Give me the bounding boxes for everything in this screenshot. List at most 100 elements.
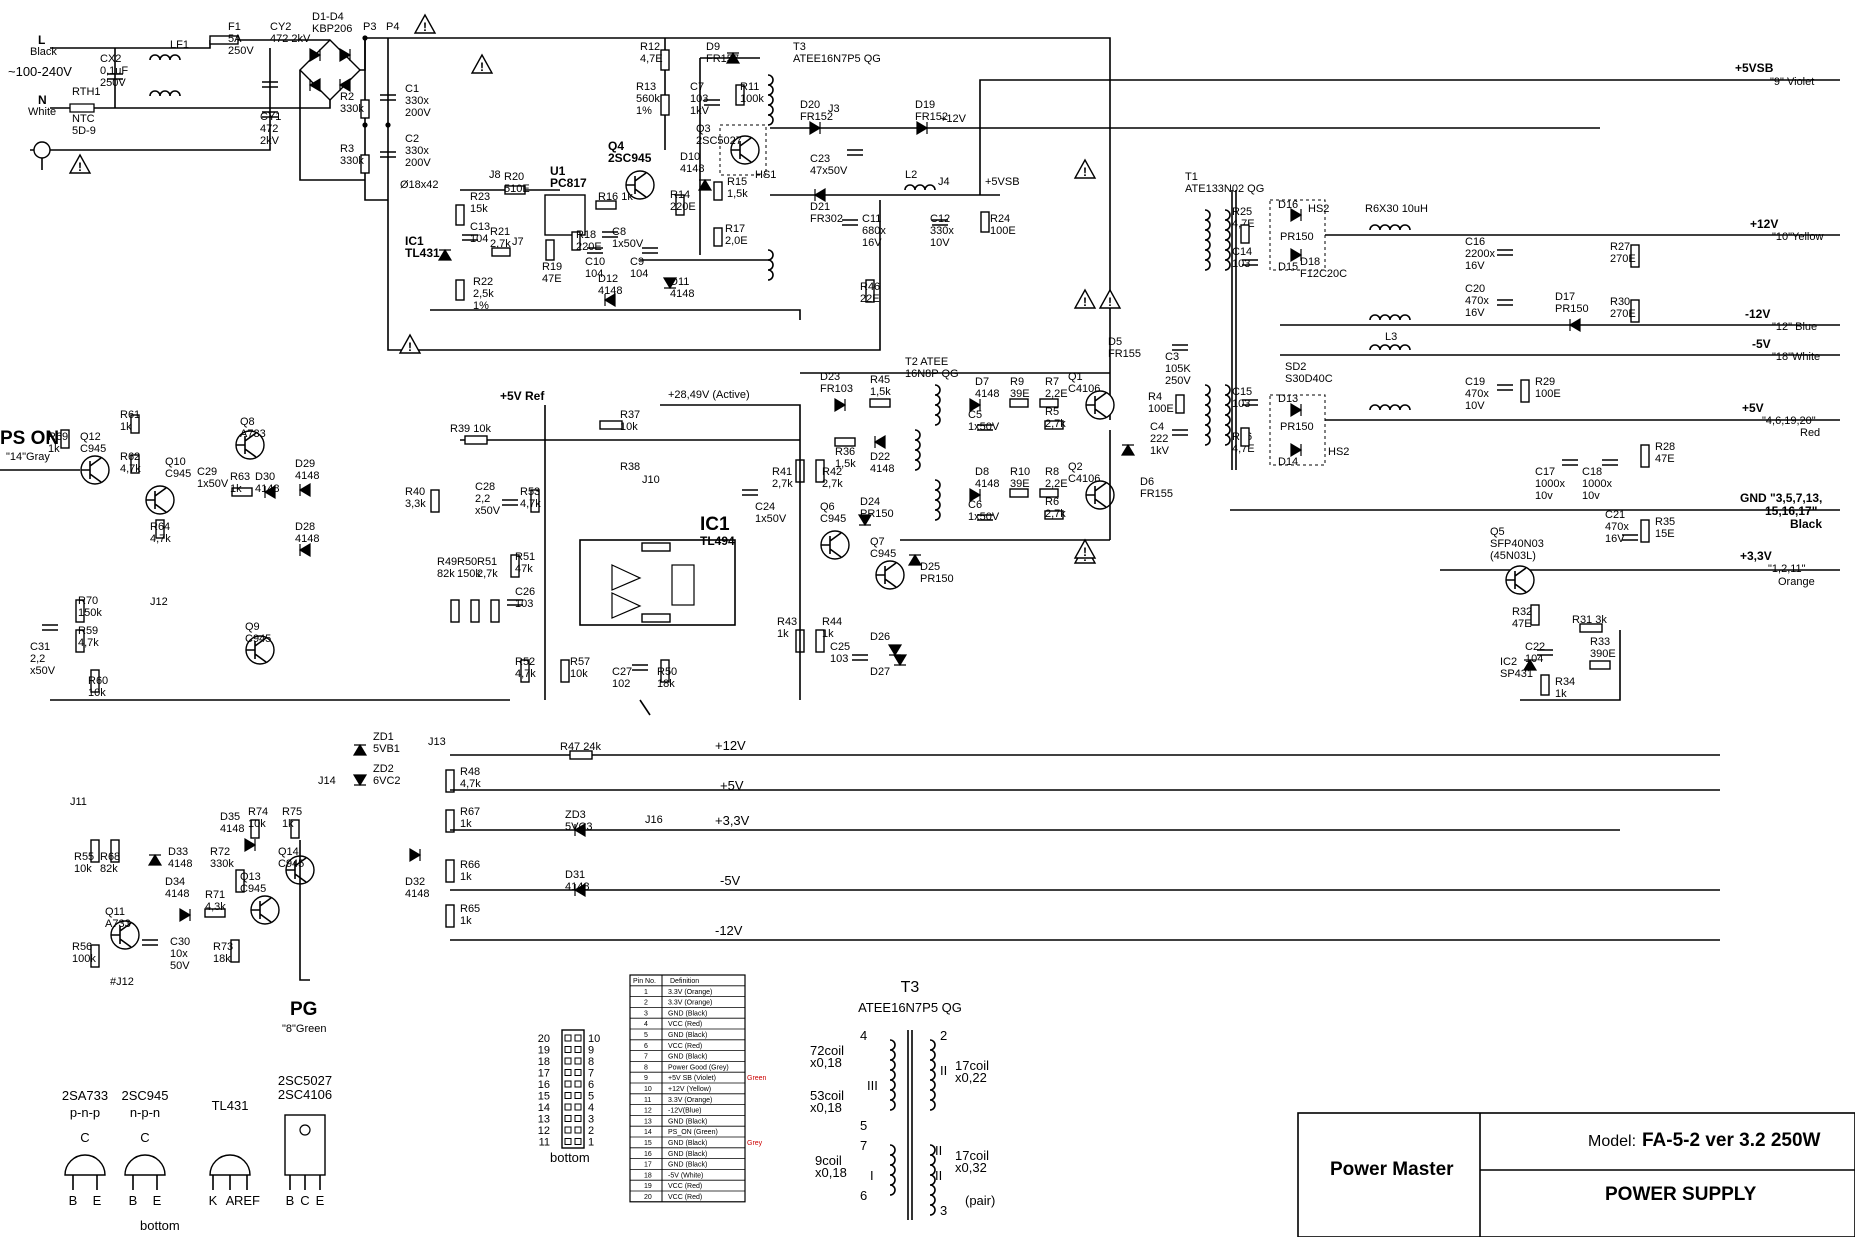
zd3-zener — [573, 822, 586, 838]
c5-capacitor — [977, 424, 993, 431]
r24-resistor — [980, 211, 990, 233]
warning-mark: ! — [1108, 295, 1112, 309]
d12-diode — [603, 292, 616, 308]
r47-label: R47 24k — [560, 741, 601, 753]
pr150-label-bottom: PR150 — [1280, 421, 1314, 433]
l3-inductor-m5 — [1369, 344, 1411, 351]
warning-icon — [1073, 158, 1097, 179]
l3-spec-label: R6X30 10uH — [1365, 203, 1428, 215]
l2-label: L2 — [905, 169, 917, 181]
hs2-heatsink-bottom — [1269, 394, 1326, 466]
table-cell-pin: 4 — [644, 1021, 648, 1028]
table-cell-definition: VCC (Red) — [668, 1043, 702, 1050]
connector-pin-number: 13 — [538, 1114, 550, 1126]
table-cell-definition: -5V (White) — [668, 1172, 703, 1179]
zd1-zener — [352, 743, 368, 756]
d23-diode — [834, 397, 847, 413]
d35-diode — [244, 837, 257, 853]
d13-diode — [1290, 402, 1303, 418]
legend-part-name: 2SC945 — [122, 1088, 169, 1103]
table-cell-definition: 3.3V (Orange) — [668, 989, 712, 996]
table-header: Pin No. — [633, 978, 656, 985]
r57-resistor — [560, 659, 570, 683]
table-cell-pin: 18 — [644, 1172, 652, 1179]
hs2-label-top: HS2 — [1308, 203, 1329, 215]
r3-resistor — [360, 154, 370, 174]
r33-resistor — [1589, 660, 1611, 670]
warning-mark: ! — [408, 340, 412, 354]
j11-label: J11 — [70, 796, 87, 808]
5v-color-label: Red — [1800, 427, 1820, 439]
q7-transistor — [875, 560, 905, 590]
c13-capacitor — [462, 234, 478, 241]
warning-mark: ! — [1083, 545, 1087, 559]
d10-diode — [697, 178, 713, 191]
diode — [338, 77, 351, 93]
d27-label: D27 — [870, 666, 890, 678]
r67-resistor — [445, 809, 455, 833]
table-cell-pin: 12 — [644, 1108, 652, 1115]
c10-capacitor — [587, 247, 603, 254]
warning-icon — [1073, 288, 1097, 309]
ps-on-label: PS ON — [0, 428, 59, 449]
c25-capacitor — [852, 654, 868, 661]
d7-diode — [969, 397, 982, 413]
table-cell-definition: 3.3V (Orange) — [668, 1097, 712, 1104]
table-cell-definition: GND (Black) — [668, 1140, 707, 1147]
warning-icon — [413, 13, 437, 34]
table-cell-pin: 19 — [644, 1183, 652, 1190]
table-cell-definition: Power Good (Grey) — [668, 1064, 729, 1071]
t3-winding-roman: II — [935, 1143, 942, 1158]
j12b-label: #J12 — [110, 976, 134, 988]
warning-mark: ! — [423, 20, 427, 34]
d32-diode — [409, 847, 422, 863]
r35-resistor — [1640, 519, 1650, 543]
lf1-coil-bot — [149, 90, 181, 97]
table-cell-definition: 3.3V (Orange) — [668, 1000, 712, 1007]
t3-pair-label: (pair) — [965, 1193, 995, 1208]
legend-pin-label: A — [226, 1193, 235, 1208]
d6-diode — [1120, 443, 1136, 456]
t3-pin-number: 7 — [860, 1138, 867, 1153]
table-cell-definition: VCC (Red) — [668, 1183, 702, 1190]
r39-resistor — [464, 435, 488, 445]
t2-winding-b — [934, 479, 941, 521]
r45-resistor — [869, 398, 891, 408]
c7-capacitor — [704, 99, 720, 106]
r37-resistor — [599, 420, 623, 430]
mains-live-color: Black — [30, 46, 57, 58]
t3-detail-winding-ii-b — [929, 1144, 936, 1216]
r51b-resistor — [510, 554, 520, 578]
tl494-error-amps — [611, 564, 642, 619]
cx2-capacitor — [107, 73, 123, 80]
r16-label: R16 1k — [598, 191, 633, 203]
